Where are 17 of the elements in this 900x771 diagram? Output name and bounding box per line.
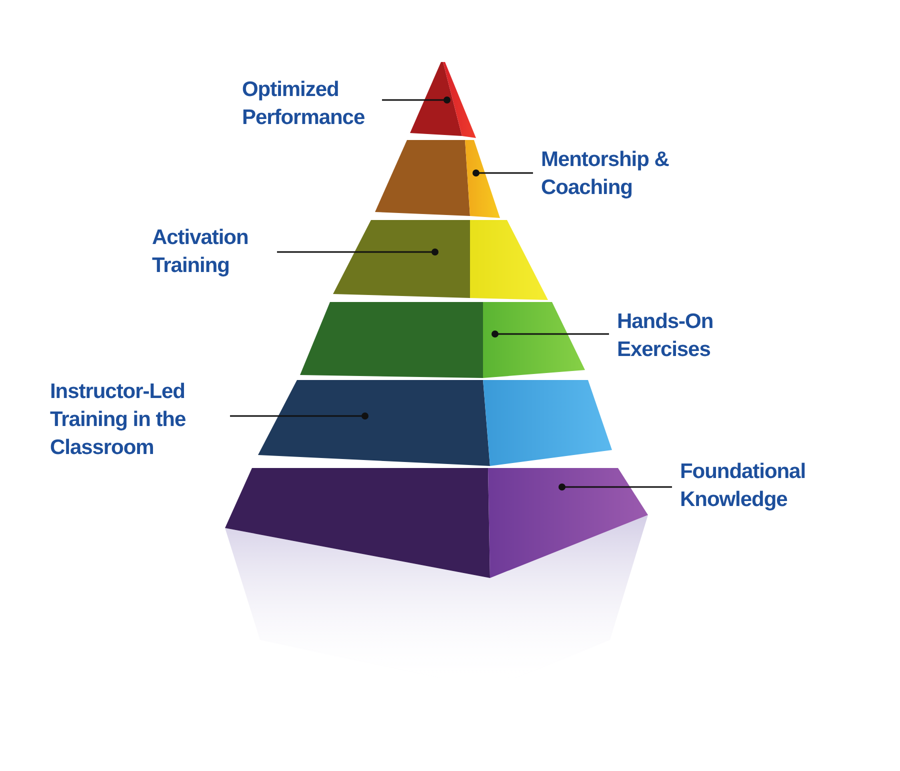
pyramid-layer (410, 62, 476, 138)
layer-label: Hands-On Exercises (617, 309, 714, 363)
leader-line (382, 96, 450, 104)
leader-line (230, 412, 368, 420)
layer-label: Activation Training (152, 225, 250, 279)
pyramid-layer (333, 220, 548, 300)
layer-label: Instructor-Led Training in the Classroom (50, 379, 187, 461)
layer-label: Foundational Knowledge (680, 459, 807, 513)
pyramid-layer (375, 140, 500, 218)
pyramid-layer (300, 302, 585, 378)
leader-line (492, 330, 609, 338)
leader-line (558, 484, 672, 490)
leader-line (472, 170, 533, 176)
leader-line (277, 248, 438, 256)
pyramid-layer (258, 380, 612, 466)
layer-label: Mentorship & Coaching (541, 147, 670, 201)
layer-label: Optimized Performance (242, 77, 366, 131)
